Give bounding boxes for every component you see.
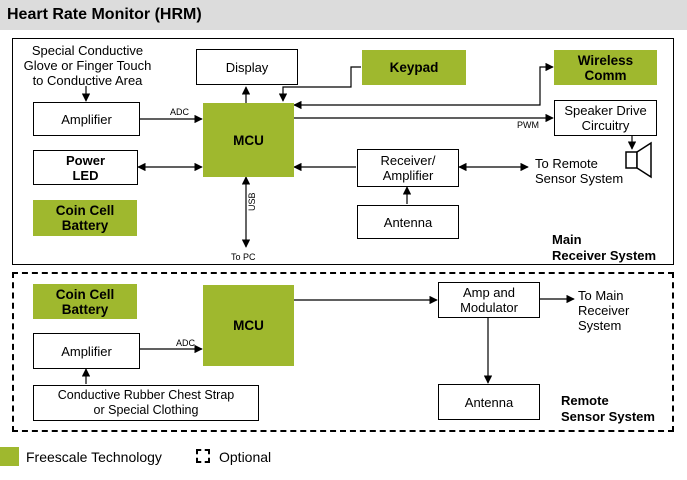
glove-touch-text: Special Conductive Glove or Finger Touch… (23, 43, 152, 88)
remote-coin-cell-battery-box: Coin Cell Battery (33, 284, 137, 319)
remote-mcu-box: MCU (203, 285, 294, 366)
legend-freescale-label: Freescale Technology (26, 449, 162, 465)
main-system-label: Main Receiver System (552, 232, 657, 263)
wireless-comm-box: Wireless Comm (554, 50, 657, 85)
amplifier-box: Amplifier (33, 102, 140, 136)
remote-amplifier-box: Amplifier (33, 333, 140, 369)
amp-modulator-box: Amp and Modulator (438, 282, 540, 318)
remote-antenna-box: Antenna (438, 384, 540, 420)
remote-sensor-frame (12, 272, 674, 432)
legend-freescale-swatch (0, 447, 19, 466)
remote-system-label: Remote Sensor System (561, 393, 655, 424)
to-main-label: To Main Receiver System (578, 288, 630, 333)
adc-label: ADC (170, 107, 190, 117)
main-receiver-frame (12, 38, 674, 265)
usb-label: USB (247, 192, 257, 211)
page-title: Heart Rate Monitor (HRM) (0, 0, 687, 30)
to-pc-label: To PC (231, 252, 256, 262)
display-box: Display (196, 49, 298, 85)
speaker-drive-box: Speaker Drive Circuitry (554, 100, 657, 136)
legend-optional-label: Optional (219, 449, 272, 465)
legend-optional-swatch (196, 449, 210, 463)
power-led-box: Power LED (33, 150, 138, 185)
wire-mcu-wireless (293, 62, 554, 110)
to-remote-label: To Remote Sensor System (535, 156, 624, 186)
antenna-box: Antenna (357, 205, 459, 239)
coin-cell-battery-box: Coin Cell Battery (33, 200, 137, 236)
keypad-box: Keypad (362, 50, 466, 85)
speaker-icon (625, 141, 652, 179)
mcu-box: MCU (203, 103, 294, 177)
pwm-label: PWM (517, 120, 539, 130)
remote-adc-label: ADC (176, 338, 196, 348)
receiver-amplifier-box: Receiver/ Amplifier (357, 149, 459, 187)
chest-strap-box: Conductive Rubber Chest Strap or Special… (33, 385, 259, 421)
